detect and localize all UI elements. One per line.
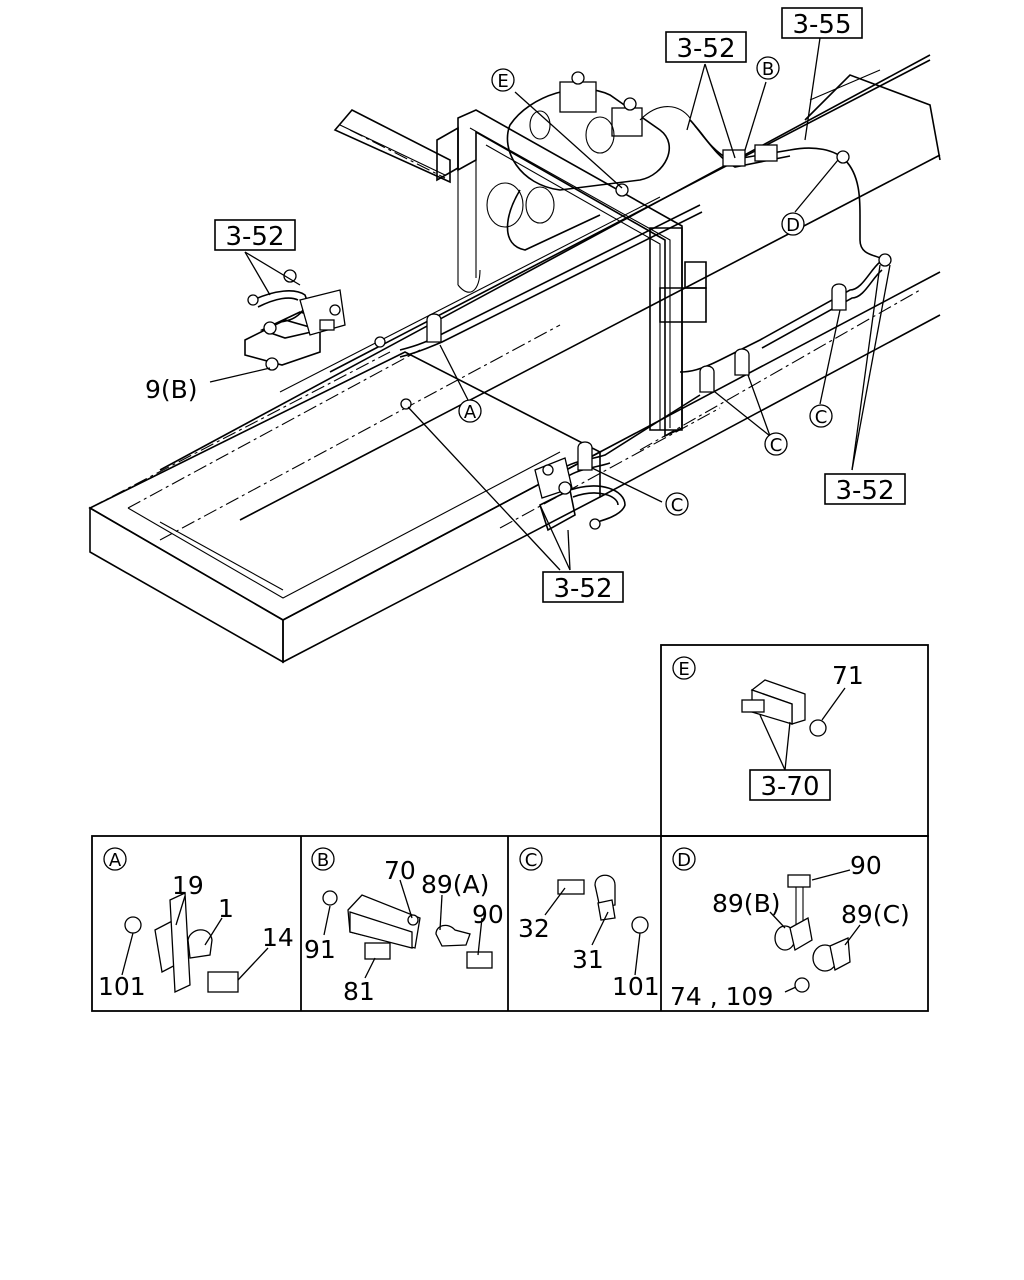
leader-lines xyxy=(209,37,891,571)
part-number: 101 xyxy=(98,972,146,1001)
ref-box-3-52-right: 3-52 xyxy=(824,473,906,506)
cross-member xyxy=(436,109,707,438)
panel-c: C 32 31 101 xyxy=(518,847,660,1001)
part-number: 19 xyxy=(172,871,204,900)
brake-valve-assembly xyxy=(486,71,691,251)
part-number: 89(B) xyxy=(712,889,780,918)
part-number: 91 xyxy=(304,935,336,964)
part-number: 90 xyxy=(850,851,882,880)
part-number: 32 xyxy=(518,914,550,943)
ref-label: 3-52 xyxy=(835,476,894,506)
part-label-9b: 9(B) xyxy=(145,375,198,404)
chassis-frame xyxy=(88,54,941,664)
part-number: 71 xyxy=(832,661,864,690)
callout-letter: A xyxy=(464,402,477,423)
panel-e: E 71 3-70 xyxy=(672,656,864,802)
ref-label: 3-52 xyxy=(225,222,284,252)
main-view: 3-55 3-52 3-52 3-52 3-52 9(B) E B xyxy=(88,7,941,664)
part-number: 31 xyxy=(572,945,604,974)
callout-b: B xyxy=(756,56,780,80)
callout-letter: C xyxy=(770,435,783,456)
callout-letter: B xyxy=(762,59,774,80)
ref-box-3-52-bottom: 3-52 xyxy=(542,571,624,604)
callout-c-right: C xyxy=(809,404,833,428)
part-number: 101 xyxy=(612,972,660,1001)
bottom-bracket xyxy=(534,441,593,532)
callout-letter: E xyxy=(497,71,508,92)
ref-label: 3-52 xyxy=(553,574,612,604)
ref-box-3-52-left: 3-52 xyxy=(214,219,296,252)
part-number: 89(A) xyxy=(421,870,489,899)
panel-letter: B xyxy=(317,850,329,871)
callout-letter: C xyxy=(815,407,828,428)
panel-letter: E xyxy=(678,659,689,680)
panel-letter: D xyxy=(677,850,691,871)
part-number: 1 xyxy=(218,894,234,923)
part-number: 70 xyxy=(384,856,416,885)
ref-box-3-55: 3-55 xyxy=(781,7,863,40)
ref-label: 3-55 xyxy=(792,10,851,40)
callout-e: E xyxy=(491,68,515,92)
part-number: 74 , 109 xyxy=(670,982,773,1011)
ref-label: 3-52 xyxy=(676,34,735,64)
panel-b: B 70 89(A) 90 91 81 xyxy=(304,847,504,1006)
callout-c-bottom: C xyxy=(665,492,689,516)
callout-letter: D xyxy=(786,215,800,236)
panel-letter: A xyxy=(109,850,122,871)
part-number: 90 xyxy=(472,900,504,929)
callout-a: A xyxy=(458,399,482,423)
panel-a: A 19 1 14 101 xyxy=(98,847,294,1001)
pipe-clips xyxy=(374,144,892,410)
callout-d: D xyxy=(781,212,805,236)
ref-label: 3-70 xyxy=(760,772,819,802)
part-number: 81 xyxy=(343,977,375,1006)
rear-rail xyxy=(333,69,941,184)
callout-c-mid: C xyxy=(764,432,788,456)
detail-panels xyxy=(91,644,929,1012)
ref-box-3-52-top: 3-52 xyxy=(665,31,747,64)
left-bracket xyxy=(244,289,346,371)
part-number: 14 xyxy=(262,923,294,952)
panel-letter: C xyxy=(525,850,538,871)
part-number: 89(C) xyxy=(841,900,910,929)
callout-letter: C xyxy=(671,495,684,516)
panel-d: D 90 89(B) 89(C) 74 , 109 xyxy=(670,847,910,1011)
